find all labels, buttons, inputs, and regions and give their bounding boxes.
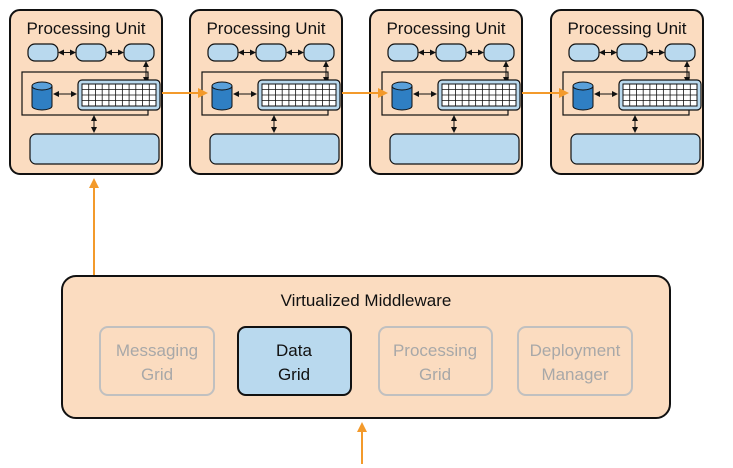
middleware-title: Virtualized Middleware xyxy=(281,291,452,310)
deployment-manager-label-line1: Deployment xyxy=(530,341,621,360)
service-element xyxy=(435,43,467,62)
service-element xyxy=(27,43,59,62)
service-element xyxy=(483,43,515,62)
data-grid-label-line1: Data xyxy=(276,341,312,360)
processing-bar xyxy=(29,133,160,165)
data-grid-icon xyxy=(77,79,161,111)
service-element xyxy=(568,43,600,62)
messaging-grid: Messaging Grid xyxy=(99,326,215,396)
processing-unit: Processing Unit xyxy=(550,9,704,175)
database-icon xyxy=(391,81,413,111)
data-grid-icon xyxy=(437,79,521,111)
processing-grid: Processing Grid xyxy=(378,326,493,396)
processing-bar xyxy=(570,133,701,165)
service-element xyxy=(616,43,648,62)
deployment-manager: Deployment Manager xyxy=(517,326,633,396)
processing-unit: Processing Unit xyxy=(9,9,163,175)
processing-unit-title: Processing Unit xyxy=(26,19,145,38)
processing-unit: Processing Unit xyxy=(189,9,343,175)
processing-grid-label-line1: Processing xyxy=(393,341,477,360)
service-element xyxy=(387,43,419,62)
service-element xyxy=(75,43,107,62)
virtualized-middleware: Virtualized Middleware Messaging Grid Da… xyxy=(61,275,671,419)
data-grid-label-line2: Grid xyxy=(278,365,310,384)
processing-grid-label-line2: Grid xyxy=(419,365,451,384)
deployment-manager-label-line2: Manager xyxy=(541,365,608,384)
data-grid: Data Grid xyxy=(237,326,352,396)
data-grid-icon xyxy=(618,79,702,111)
service-element xyxy=(303,43,335,62)
processing-unit-title: Processing Unit xyxy=(386,19,505,38)
service-element xyxy=(664,43,696,62)
processing-unit-title: Processing Unit xyxy=(206,19,325,38)
service-element xyxy=(255,43,287,62)
processing-unit: Processing Unit xyxy=(369,9,523,175)
database-icon xyxy=(31,81,53,111)
processing-bar xyxy=(209,133,340,165)
messaging-grid-label-line1: Messaging xyxy=(116,341,198,360)
database-icon xyxy=(572,81,594,111)
service-element xyxy=(207,43,239,62)
processing-unit-title: Processing Unit xyxy=(567,19,686,38)
data-grid-icon xyxy=(257,79,341,111)
database-icon xyxy=(211,81,233,111)
service-element xyxy=(123,43,155,62)
messaging-grid-label-line2: Grid xyxy=(141,365,173,384)
processing-bar xyxy=(389,133,520,165)
